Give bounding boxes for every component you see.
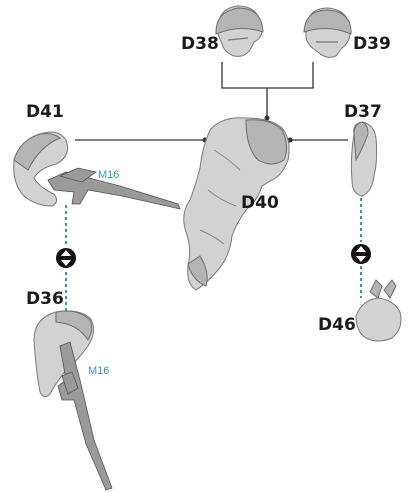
attach-symbol-icon [56,248,76,268]
label-d41: D41 [26,102,64,122]
head-part-d38 [215,5,264,57]
head-part-d39 [303,7,352,58]
label-d37: D37 [344,102,382,122]
label-d39: D39 [353,34,391,54]
label-d36: D36 [26,289,64,309]
label-d38: D38 [181,34,219,54]
attach-symbol-icon [351,244,371,264]
hand-part-d46 [355,279,402,342]
label-d40: D40 [241,193,279,213]
arm-part-d41 [13,131,69,207]
arm-part-d37 [350,121,378,197]
label-d46: D46 [318,315,356,335]
rifle-m16-upper [47,167,181,210]
connector-heads [221,62,314,118]
torso-part-d40 [183,117,290,291]
alignment-lines [65,198,362,318]
connector-dot-head [264,115,270,121]
rifle-m16-lower [57,341,113,491]
label-m16-upper: M16 [98,169,119,181]
label-m16-lower: M16 [88,365,109,377]
